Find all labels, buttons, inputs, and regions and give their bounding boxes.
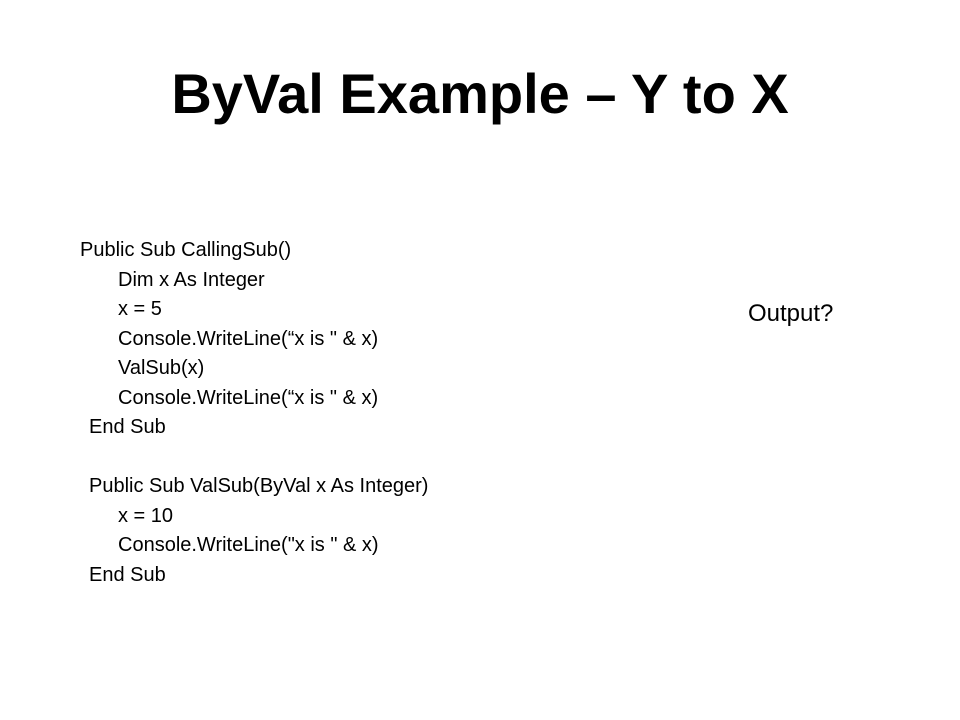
- code-line-blank: [80, 443, 428, 473]
- code-line: Console.WriteLine(“x is " & x): [118, 386, 379, 409]
- code-line: Dim x As Integer: [118, 268, 265, 291]
- slide-title: ByVal Example – Y to X: [171, 62, 789, 125]
- code-line: End Sub: [89, 416, 166, 438]
- code-line: x = 10: [118, 504, 174, 527]
- code-line: Public Sub ValSub(ByVal x As Integer): [89, 475, 429, 497]
- output-question: Output?: [748, 300, 834, 327]
- code-line: Console.WriteLine(“x is " & x): [118, 327, 379, 350]
- code-block: Public Sub CallingSub() Dim x As Integer…: [80, 236, 428, 590]
- code-line: Public Sub CallingSub(): [80, 239, 292, 261]
- code-line: x = 5: [118, 298, 162, 320]
- code-line: End Sub: [89, 563, 166, 586]
- code-line: Console.WriteLine("x is " & x): [118, 534, 379, 556]
- code-line: ValSub(x): [118, 357, 205, 379]
